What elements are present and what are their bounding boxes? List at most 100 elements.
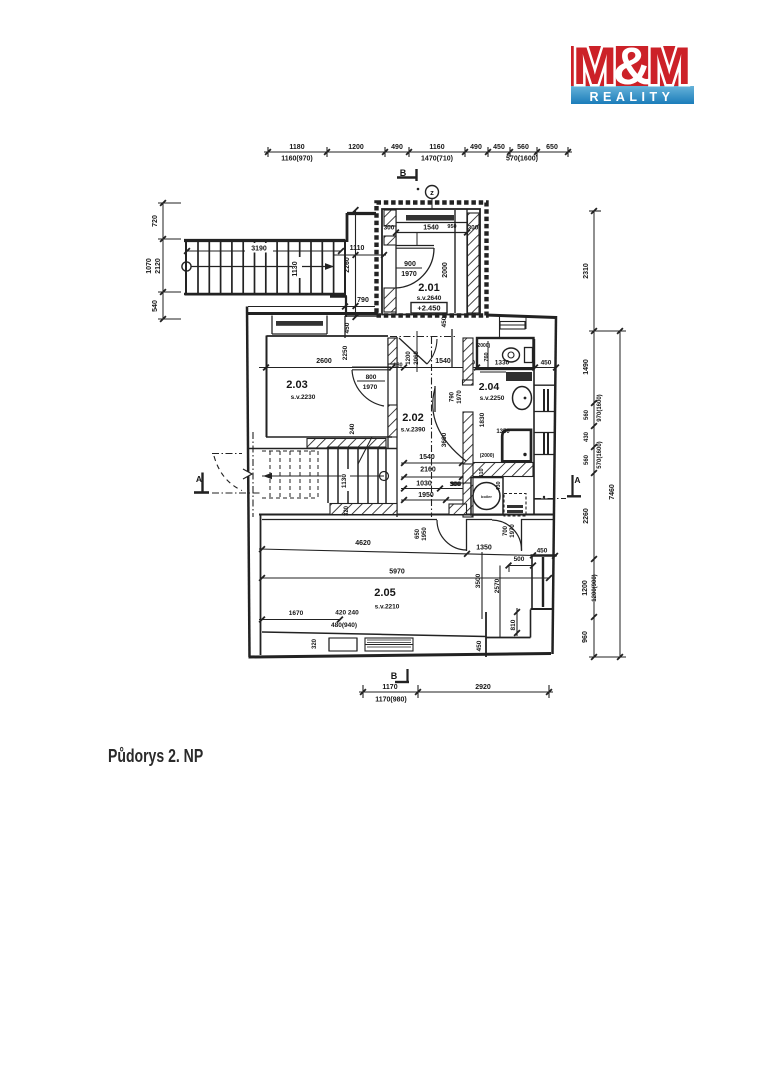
svg-text:1350: 1350 (476, 545, 492, 552)
svg-text:+2.450: +2.450 (417, 304, 440, 313)
svg-text:240: 240 (349, 423, 356, 434)
svg-text:1130: 1130 (292, 261, 299, 276)
svg-text:B: B (391, 671, 398, 681)
svg-text:A: A (574, 475, 580, 485)
svg-text:310: 310 (479, 468, 485, 477)
svg-text:1130: 1130 (341, 474, 348, 488)
svg-text:300: 300 (384, 225, 395, 232)
svg-text:1170(980): 1170(980) (375, 697, 407, 704)
svg-text:560: 560 (517, 144, 529, 151)
svg-text:760: 760 (484, 352, 490, 361)
svg-text:700: 700 (503, 525, 509, 536)
svg-text:1110: 1110 (350, 245, 365, 252)
svg-text:1670: 1670 (289, 610, 304, 617)
svg-text:1070: 1070 (146, 258, 153, 274)
svg-text:430: 430 (584, 431, 590, 442)
svg-text:500: 500 (514, 556, 525, 563)
svg-text:180: 180 (393, 363, 402, 369)
svg-text:3190: 3190 (251, 246, 267, 253)
svg-text:1970: 1970 (363, 384, 378, 391)
svg-text:1970: 1970 (510, 524, 516, 538)
svg-text:s.v.2250: s.v.2250 (480, 395, 505, 402)
svg-text:1970: 1970 (457, 390, 463, 404)
svg-text:1540: 1540 (435, 358, 451, 365)
svg-text:430: 430 (496, 481, 502, 490)
svg-text:790: 790 (450, 391, 456, 402)
svg-text:1540: 1540 (419, 454, 435, 461)
svg-text:2600: 2600 (316, 358, 332, 365)
svg-text:1180: 1180 (289, 144, 304, 151)
svg-text:2000: 2000 (442, 262, 449, 278)
svg-text:1200: 1200 (582, 580, 589, 596)
svg-text:2.02: 2.02 (402, 412, 423, 424)
svg-text:2.04: 2.04 (479, 381, 500, 393)
svg-text:1970: 1970 (401, 271, 417, 278)
svg-text:490: 490 (391, 144, 403, 151)
svg-text:M&M: M&M (573, 44, 688, 96)
svg-text:570(1600): 570(1600) (506, 156, 538, 163)
svg-text:1030: 1030 (416, 481, 432, 488)
svg-text:5970: 5970 (389, 569, 405, 576)
svg-text:1160: 1160 (429, 144, 444, 151)
svg-text:3500: 3500 (475, 573, 482, 588)
svg-text:450: 450 (476, 640, 483, 651)
svg-text:810: 810 (510, 619, 517, 630)
svg-text:1950: 1950 (418, 492, 434, 499)
svg-text:300: 300 (451, 481, 462, 488)
svg-text:950: 950 (447, 224, 456, 230)
svg-text:2060: 2060 (414, 351, 420, 365)
svg-text:2260: 2260 (344, 257, 351, 273)
svg-text:REALITY: REALITY (590, 90, 675, 104)
svg-text:2160: 2160 (420, 467, 436, 474)
svg-text:(2000): (2000) (476, 343, 491, 349)
svg-text:650: 650 (415, 528, 421, 539)
svg-text:4620: 4620 (355, 540, 371, 547)
svg-text:720: 720 (152, 215, 159, 227)
svg-text:650: 650 (546, 144, 558, 151)
svg-text:1950: 1950 (422, 527, 428, 541)
svg-text:s.v.2230: s.v.2230 (291, 394, 316, 401)
svg-text:490: 490 (470, 144, 482, 151)
svg-text:1470(710): 1470(710) (421, 156, 453, 163)
svg-text:800: 800 (366, 374, 377, 381)
svg-text:2.03: 2.03 (286, 379, 307, 391)
svg-text:2.05: 2.05 (374, 587, 395, 599)
svg-text:300: 300 (450, 481, 461, 488)
svg-text:560: 560 (584, 454, 590, 465)
svg-text:(2000): (2000) (480, 453, 495, 459)
svg-text:450: 450 (493, 144, 505, 151)
svg-text:1200: 1200 (406, 351, 412, 365)
svg-text:570(1600): 570(1600) (597, 441, 603, 468)
svg-text:420 240: 420 240 (335, 610, 359, 617)
svg-text:320: 320 (344, 505, 350, 516)
svg-text:1170: 1170 (382, 684, 397, 691)
svg-text:7460: 7460 (609, 484, 616, 500)
svg-text:1200(900): 1200(900) (592, 574, 598, 601)
svg-text:boiler: boiler (481, 494, 492, 499)
svg-text:2310: 2310 (583, 263, 590, 279)
svg-text:450: 450 (537, 548, 548, 555)
svg-text:1200: 1200 (348, 144, 364, 151)
svg-text:900: 900 (404, 261, 416, 268)
svg-text:790: 790 (357, 297, 369, 304)
svg-text:970(1600): 970(1600) (597, 394, 603, 421)
svg-text:2250: 2250 (342, 345, 349, 360)
svg-text:z: z (430, 188, 434, 197)
svg-text:s.v.2390: s.v.2390 (401, 427, 426, 434)
svg-text:450: 450 (344, 322, 351, 333)
svg-text:s.v.2210: s.v.2210 (375, 604, 400, 611)
svg-text:B: B (400, 168, 407, 178)
svg-text:1330: 1330 (495, 360, 510, 367)
svg-text:960: 960 (582, 631, 589, 643)
svg-text:A: A (196, 474, 202, 484)
svg-text:560: 560 (584, 409, 590, 420)
svg-text:2.01: 2.01 (418, 282, 439, 294)
svg-text:300: 300 (468, 225, 479, 232)
svg-text:2920: 2920 (475, 684, 491, 691)
svg-text:2570: 2570 (494, 578, 501, 593)
svg-text:450: 450 (541, 360, 552, 367)
svg-text:1350: 1350 (496, 429, 510, 435)
svg-text:1160(970): 1160(970) (281, 156, 313, 163)
svg-text:450: 450 (441, 316, 448, 327)
svg-text:540: 540 (152, 300, 159, 312)
